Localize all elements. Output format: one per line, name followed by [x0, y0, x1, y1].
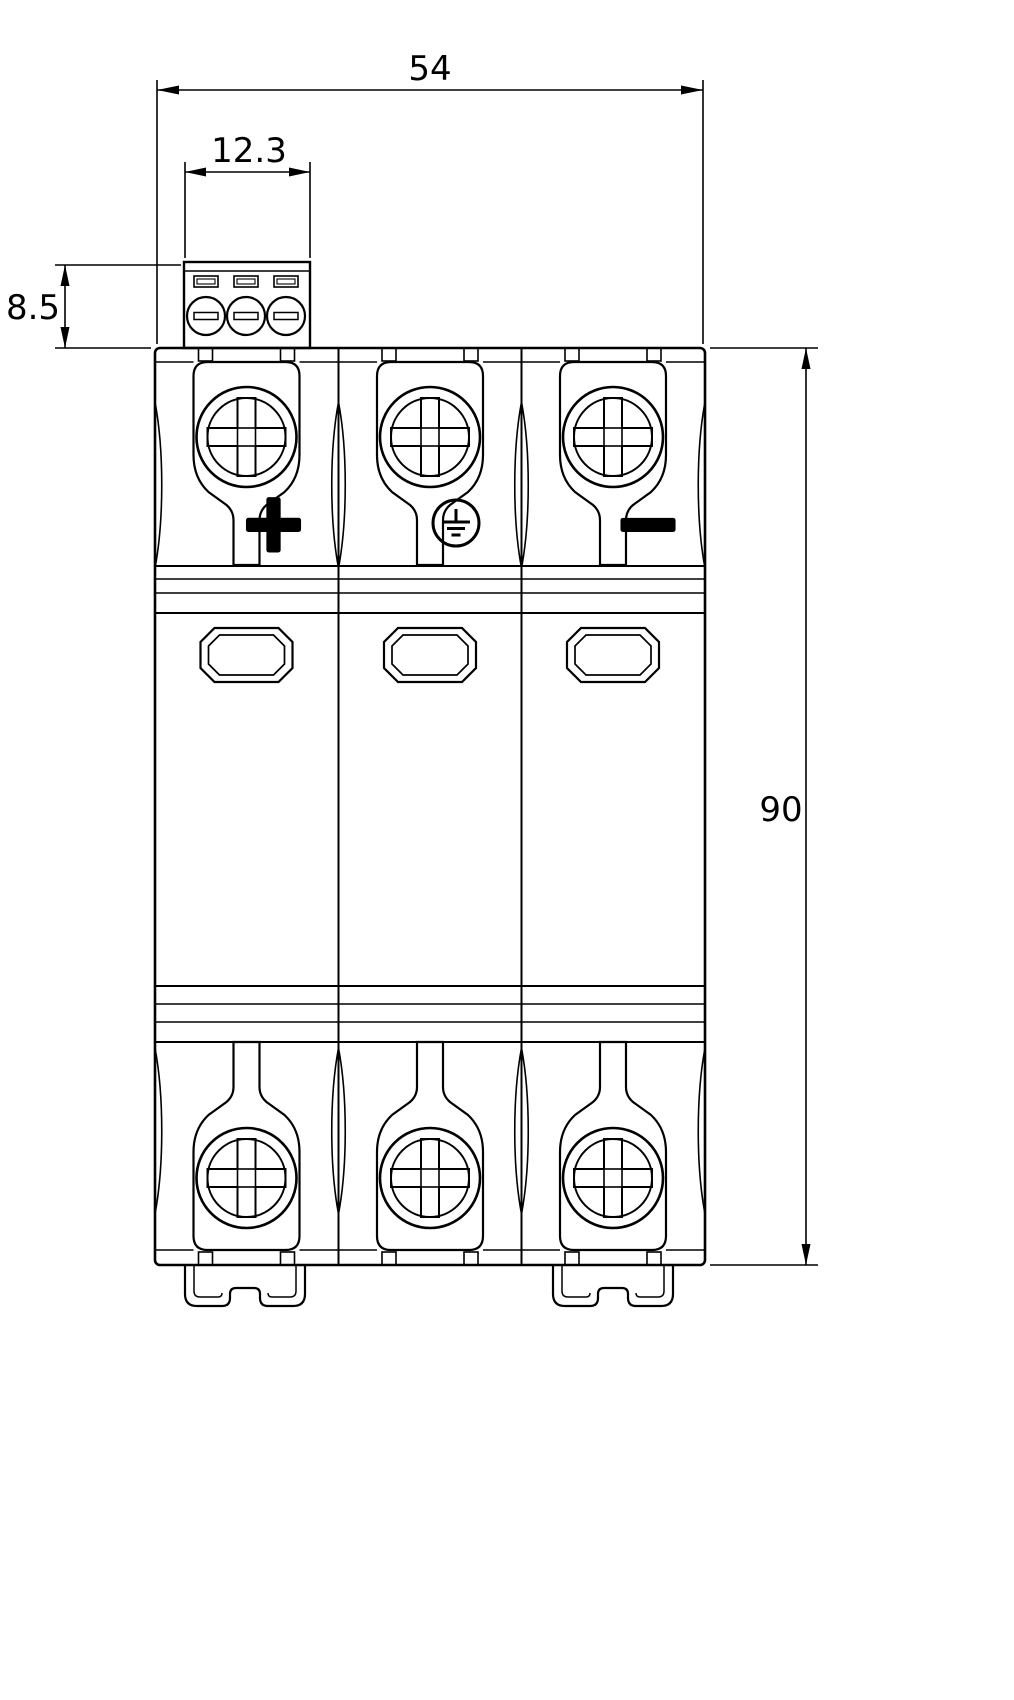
- top-terminal-housing: [375, 360, 485, 567]
- module-2: [375, 347, 485, 1266]
- dimension-label-body-height: 90: [759, 790, 802, 830]
- arrowhead: [185, 167, 206, 177]
- dimension-label-overall-width: 54: [408, 49, 451, 89]
- slotted-screw-icon: [185, 295, 227, 337]
- device-body: + −: [153, 346, 707, 1308]
- module-bottom-tabs: [197, 1251, 296, 1266]
- indicator-window: [565, 626, 661, 684]
- din-rail-foot: [183, 1263, 307, 1308]
- module-top-tabs: [197, 347, 296, 362]
- module-1: +: [192, 347, 310, 1266]
- module-3: −: [558, 347, 684, 1266]
- slotted-screw-icon: [225, 295, 267, 337]
- indicator-window: [382, 626, 478, 684]
- arrowhead: [60, 265, 70, 286]
- negative-marking: −: [614, 476, 681, 569]
- positive-marking: +: [240, 476, 307, 569]
- phillips-screw-icon: [561, 385, 665, 489]
- dimension-body-height: 90: [710, 347, 818, 1266]
- din-rail-foot: [551, 1263, 675, 1308]
- module-bottom-tabs: [564, 1251, 662, 1266]
- dimension-overall-width: 54: [156, 49, 704, 344]
- phillips-screw-icon: [378, 385, 482, 489]
- arrowhead: [681, 85, 703, 95]
- top-terminal-block: [182, 260, 312, 350]
- module-bottom-tabs: [381, 1251, 479, 1266]
- terminal-block-outline: [182, 260, 312, 350]
- slotted-screw-icon: [265, 295, 307, 337]
- module-top-tabs: [381, 347, 479, 362]
- vent-slots: [193, 275, 299, 288]
- panel-step-lines: [155, 565, 705, 1043]
- arrowhead: [801, 348, 811, 369]
- module-top-tabs: [564, 347, 662, 362]
- arrowhead: [801, 1244, 811, 1265]
- device-outline: [153, 346, 707, 1267]
- phillips-screw-icon: [195, 1126, 298, 1230]
- earth-ground-icon: [431, 498, 481, 548]
- dimension-label-terminal-block-width: 12.3: [211, 131, 287, 171]
- phillips-screw-icon: [378, 1126, 482, 1230]
- phillips-screw-icon: [195, 385, 298, 489]
- arrowhead: [157, 85, 179, 95]
- arrowhead: [289, 167, 310, 177]
- phillips-screw-icon: [561, 1126, 665, 1230]
- dimension-terminal-block-height: 8.5: [6, 264, 181, 349]
- indicator-window: [199, 626, 294, 684]
- face-step-segments: [155, 361, 705, 1251]
- dimension-label-terminal-block-height: 8.5: [6, 288, 60, 328]
- arrowhead: [60, 327, 70, 348]
- dimension-terminal-block-width: 12.3: [184, 131, 311, 258]
